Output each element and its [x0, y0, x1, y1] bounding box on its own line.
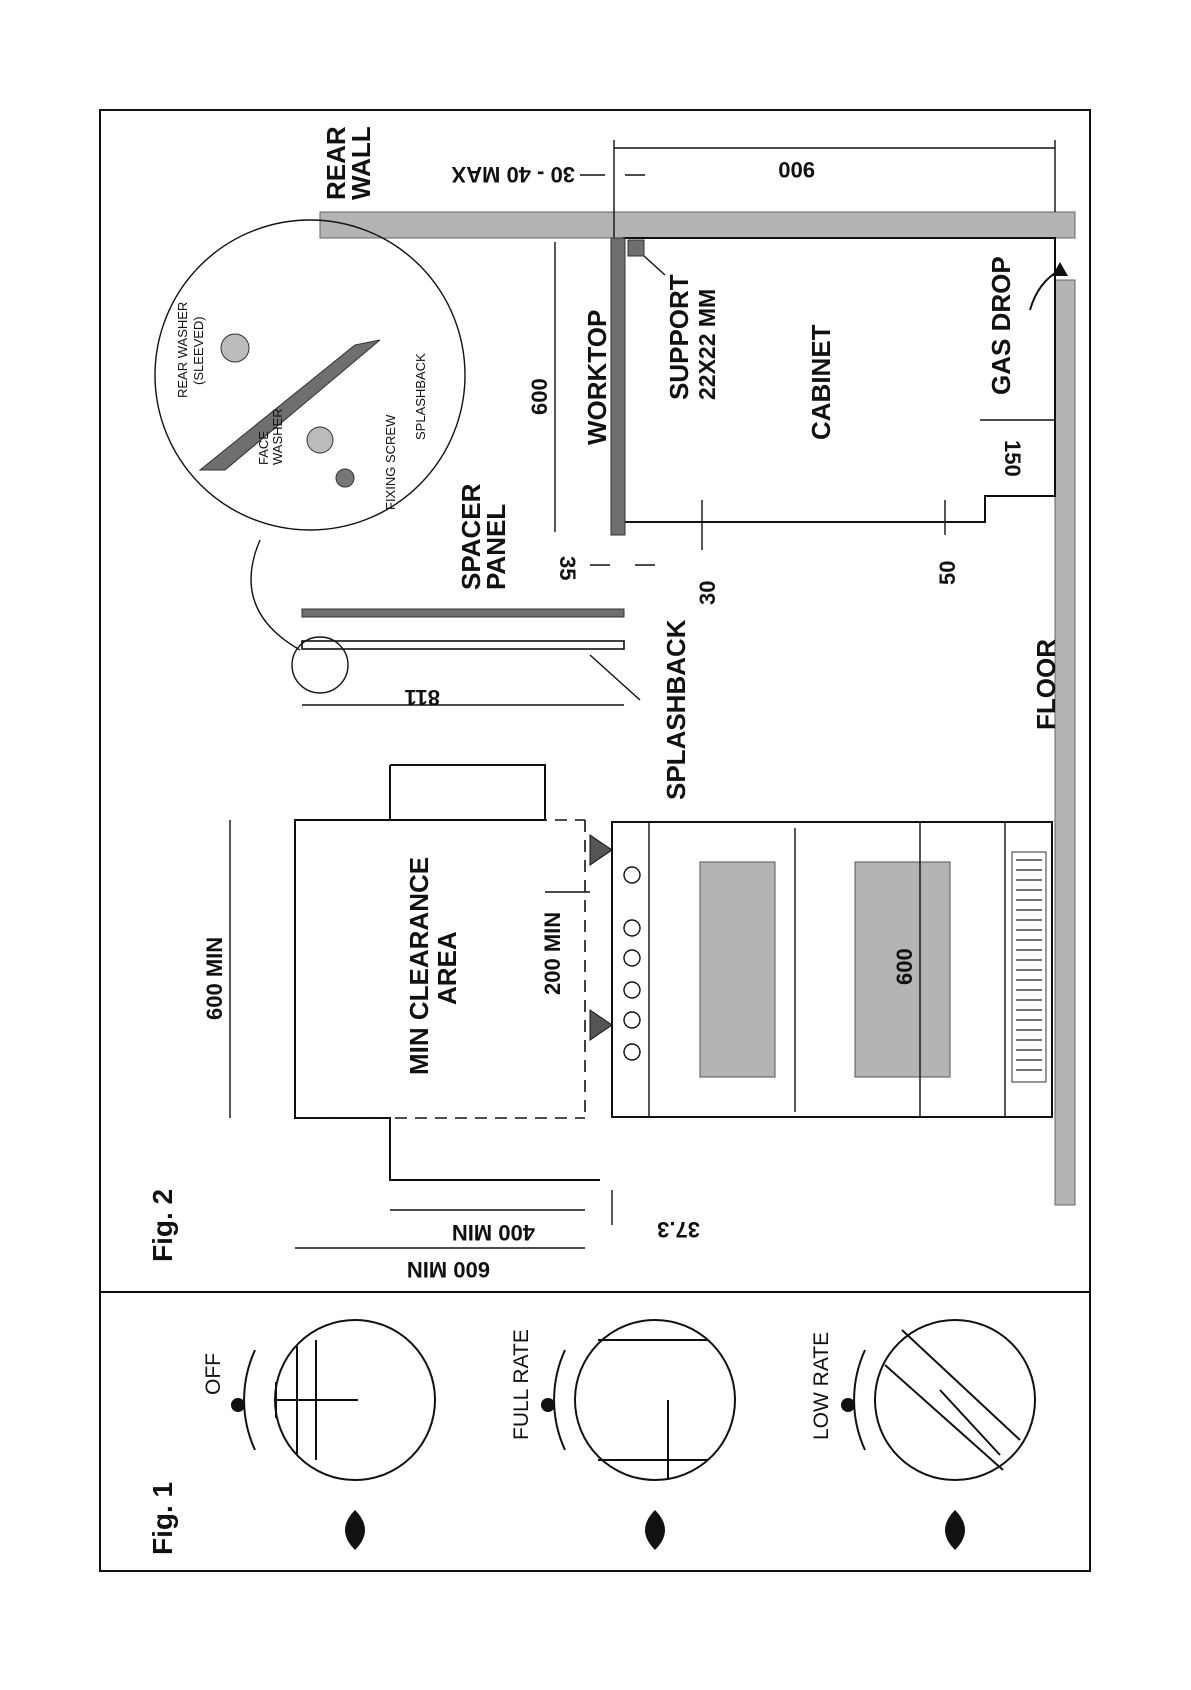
knob-low-circle	[875, 1320, 1035, 1480]
rear-wall	[320, 212, 1075, 238]
dim-30-label: 30	[695, 581, 720, 605]
cabinet-label: CABINET	[806, 324, 836, 440]
support-label-2: 22X22 MM	[694, 289, 720, 400]
dim-50-label: 50	[935, 561, 960, 585]
splashback-label: SPLASHBACK	[661, 619, 691, 800]
fig1-title: Fig. 1	[147, 1482, 178, 1555]
knob-full-label: FULL RATE	[510, 1329, 533, 1440]
worktop	[611, 238, 625, 535]
rear-wall-label-2: WALL	[346, 126, 376, 200]
knob-low-rate: LOW RATE	[810, 1320, 1035, 1550]
knob-low-rotation-arc	[854, 1350, 865, 1450]
support-block	[628, 240, 644, 256]
detail-connector-arc	[251, 540, 300, 650]
rear-washer	[221, 334, 249, 362]
knob-full-circle	[575, 1320, 735, 1480]
rear-washer-label-2: (SLEEVED)	[191, 316, 206, 385]
hob-trivets	[590, 835, 612, 1040]
knob-off-label: OFF	[202, 1353, 225, 1395]
knob-off: OFF	[202, 1320, 435, 1550]
detail-splashback-label: SPLASHBACK	[413, 353, 428, 440]
dim-600-worktop-label: 600	[527, 378, 552, 415]
knob-full-rate: FULL RATE	[510, 1320, 735, 1550]
dim-600-min-top-label: 600 MIN	[202, 937, 227, 1020]
knob-low-grip-2	[885, 1365, 1003, 1470]
knob-off-rotation-arc	[244, 1350, 255, 1450]
support-label-1: SUPPORT	[664, 274, 694, 400]
fixing-screw-label: FIXING SCREW	[383, 414, 398, 510]
dim-30-40-label: 30 - 40 MAX	[451, 162, 575, 187]
dim-200-min-label: 200 MIN	[540, 912, 565, 995]
knob-low-indicator-dot	[841, 1398, 855, 1412]
rear-washer-label-1: REAR WASHER	[175, 302, 190, 398]
gas-drop-label: GAS DROP	[986, 256, 1016, 395]
knob-full-indicator-dot	[541, 1398, 555, 1412]
dim-150-label: 150	[1000, 440, 1025, 477]
oven-body	[612, 822, 1052, 1117]
worktop-label: WORKTOP	[582, 310, 612, 445]
knob-off-flame-icon	[345, 1510, 365, 1550]
clearance-label-1: MIN CLEARANCE	[404, 857, 434, 1075]
face-washer-label-1: FACE	[256, 431, 271, 465]
fig2-title: Fig. 2	[147, 1189, 178, 1262]
support-leader	[644, 256, 665, 275]
dim-35-label: 35	[555, 556, 580, 580]
floor-label: FLOOR	[1031, 639, 1061, 730]
face-washer-label-2: WASHER	[270, 408, 285, 465]
face-washer	[307, 427, 333, 453]
dim-900-label: 900	[778, 157, 815, 182]
knob-full-rotation-arc	[554, 1350, 565, 1450]
clearance-label-2: AREA	[432, 931, 462, 1005]
floor	[1055, 280, 1075, 1205]
oven-upper-window	[700, 862, 775, 1077]
splashback-panel	[302, 641, 624, 649]
dim-811-label: 811	[405, 685, 441, 710]
knob-off-indicator-dot	[231, 1398, 245, 1412]
dim-600-oven-label: 600	[892, 948, 917, 985]
knob-low-flame-icon	[945, 1510, 965, 1550]
oven-vent	[1012, 852, 1046, 1082]
knob-full-flame-icon	[645, 1510, 665, 1550]
knob-low-label: LOW RATE	[810, 1332, 833, 1440]
splashback-leader	[590, 655, 640, 700]
spacer-label-2: PANEL	[481, 504, 511, 590]
fixing-screw	[336, 469, 354, 487]
dim-400-min-label: 400 MIN	[452, 1220, 535, 1245]
dim-600-min-bottom-label: 600 MIN	[407, 1257, 490, 1282]
spacer-panel	[302, 609, 624, 617]
dim-37-3-label: 37.3	[657, 1217, 700, 1242]
knob-low-grip-1	[902, 1330, 1020, 1440]
